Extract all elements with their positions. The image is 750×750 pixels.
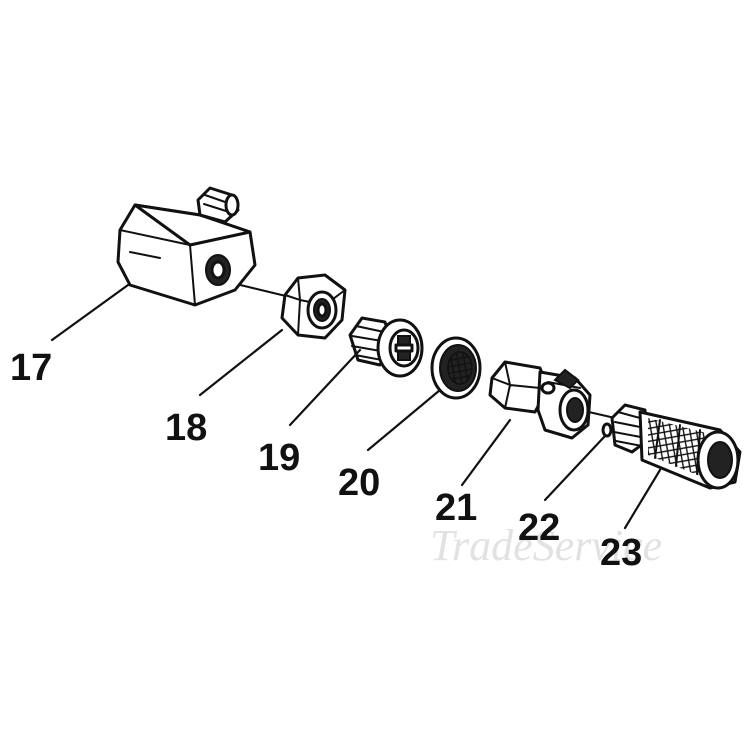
leader-line-22 [543, 434, 607, 502]
callout-21: 21 [435, 487, 477, 529]
part-19-threaded-fitting [348, 316, 424, 378]
leader-line-23 [623, 468, 662, 530]
callout-23: 23 [600, 532, 642, 574]
callout-22: 22 [518, 507, 560, 549]
part-21-adapter-fitting [488, 360, 592, 440]
leader-line-18 [198, 328, 284, 397]
watermark-logo: TradeService [430, 521, 662, 570]
callout-19: 19 [258, 437, 300, 479]
part-17-body-block [116, 186, 257, 307]
callout-20: 20 [338, 462, 380, 504]
part-18-hex-nut [280, 273, 347, 340]
part-20-screen-washer [430, 336, 482, 400]
part-22-o-ring [601, 422, 613, 438]
callout-18: 18 [165, 407, 207, 449]
leader-line-17 [50, 283, 130, 342]
assembly-axis-line [231, 282, 291, 298]
leader-line-19 [288, 348, 362, 427]
leader-line-21 [460, 418, 512, 487]
leader-line-20 [366, 388, 442, 452]
part-23-strainer-cartridge [610, 403, 742, 490]
callout-17: 17 [10, 347, 52, 389]
